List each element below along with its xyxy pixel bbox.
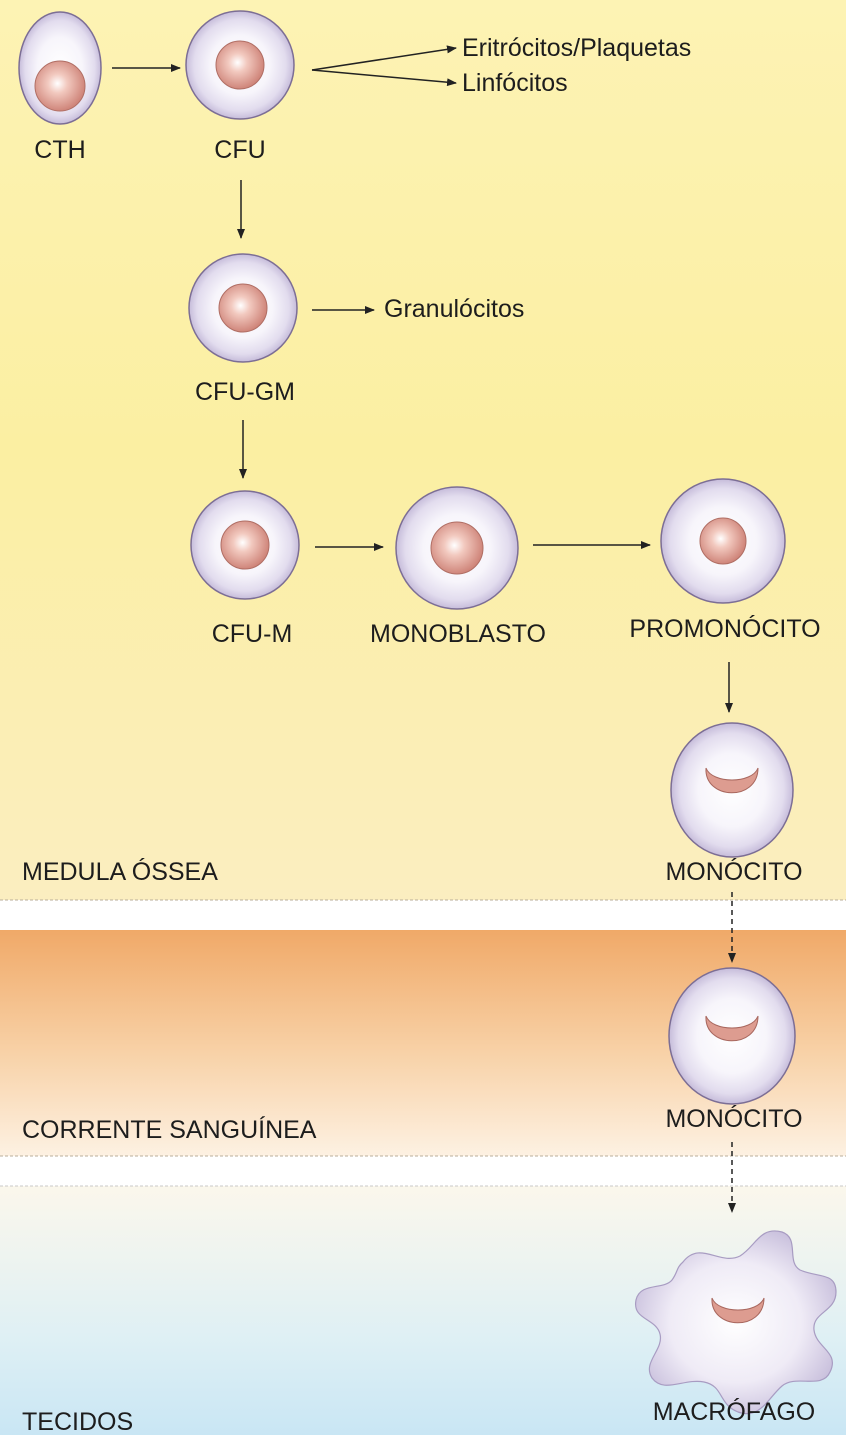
arrow-cfu-eritrocitos bbox=[312, 48, 456, 70]
label-cfu: CFU bbox=[214, 138, 265, 163]
zone-label-sangue: CORRENTE SANGUÍNEA bbox=[22, 1118, 316, 1143]
label-macrofago: MACRÓFAGO bbox=[653, 1400, 816, 1425]
zone-label-medula: MEDULA ÓSSEA bbox=[22, 860, 218, 885]
cell-macrofago bbox=[636, 1231, 836, 1414]
cell-monocito-sangue bbox=[669, 968, 795, 1104]
arrow-cfu-linfocitos bbox=[312, 70, 456, 83]
cell-promonocito bbox=[661, 479, 785, 603]
label-monocito-sangue: MONÓCITO bbox=[665, 1107, 802, 1132]
cell-cfu bbox=[186, 11, 294, 119]
label-promonocito: PROMONÓCITO bbox=[629, 617, 820, 642]
label-monoblasto: MONOBLASTO bbox=[370, 622, 546, 647]
cell-monoblasto bbox=[396, 487, 518, 609]
label-monocito-medula: MONÓCITO bbox=[665, 860, 802, 885]
cell-cfu-gm bbox=[189, 254, 297, 362]
label-eritrocitos: Eritrócitos/Plaquetas bbox=[462, 36, 691, 61]
label-linfocitos: Linfócitos bbox=[462, 71, 568, 96]
zone-label-tecidos: TECIDOS bbox=[22, 1410, 133, 1435]
label-granulocitos: Granulócitos bbox=[384, 297, 524, 322]
cell-cth bbox=[19, 12, 101, 124]
cell-monocito-medula bbox=[671, 723, 793, 857]
label-cfu-m: CFU-M bbox=[212, 622, 293, 647]
label-cfu-gm: CFU-GM bbox=[195, 380, 295, 405]
cell-cfu-m bbox=[191, 491, 299, 599]
label-cth: CTH bbox=[34, 138, 85, 163]
